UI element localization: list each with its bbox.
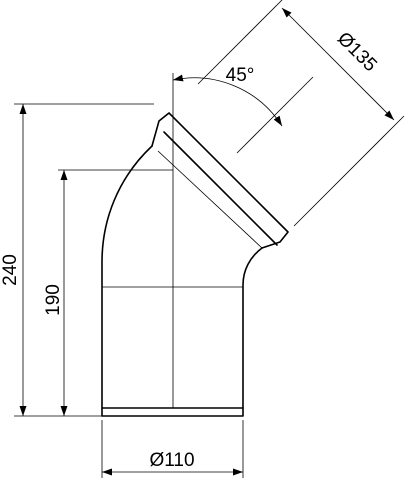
spigot-end bbox=[101, 407, 244, 417]
socket-outline bbox=[151, 112, 289, 249]
dimension-inlet-diameter: Ø110 bbox=[101, 420, 244, 478]
socket-inner-line bbox=[157, 150, 263, 249]
label-diameter-110: Ø110 bbox=[149, 450, 194, 471]
socket bbox=[151, 112, 289, 249]
angle-arc bbox=[172, 74, 283, 127]
angle-centerline-45 bbox=[236, 76, 314, 154]
dimension-line-135 bbox=[281, 7, 395, 121]
label-190: 190 bbox=[43, 284, 64, 316]
socket-ring bbox=[163, 131, 278, 246]
extension-line-135-bottom bbox=[293, 115, 405, 227]
extension-line-135-top bbox=[197, 0, 283, 85]
label-angle-45: 45° bbox=[226, 65, 255, 86]
dimension-centerline-height: 190 bbox=[43, 169, 173, 416]
elbow-inner-wall bbox=[242, 247, 263, 409]
elbow-outer-wall bbox=[101, 145, 153, 409]
dimension-overall-height: 240 bbox=[0, 103, 154, 417]
label-diameter-135: Ø135 bbox=[333, 28, 381, 76]
elbow-body bbox=[101, 145, 263, 417]
dimension-angle: 45° bbox=[172, 65, 314, 170]
label-240: 240 bbox=[0, 254, 21, 286]
dimension-socket-diameter: Ø135 bbox=[197, 0, 405, 227]
